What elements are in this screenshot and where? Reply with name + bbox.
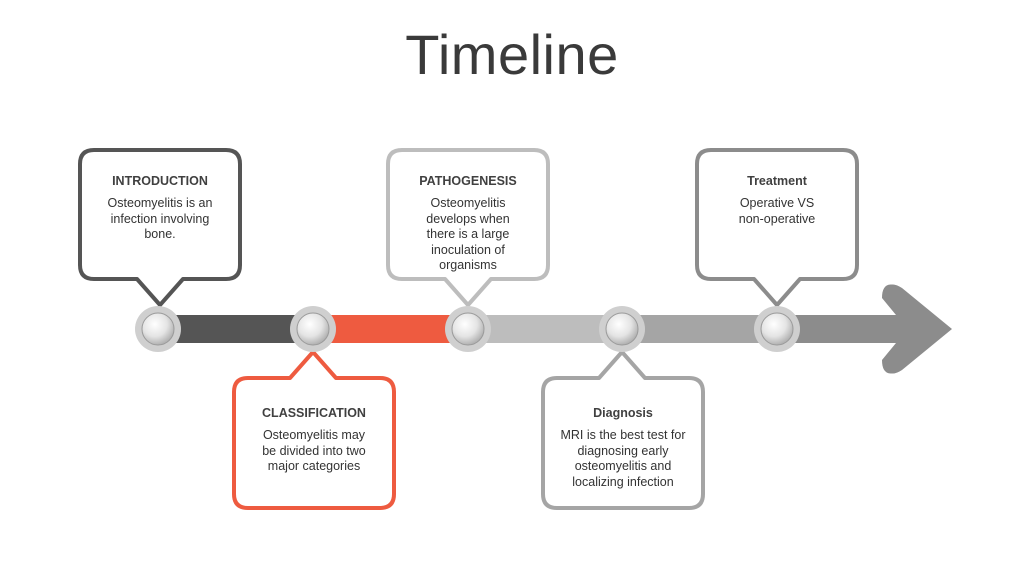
timeline-segment-3 [467, 315, 623, 343]
callout-pathogenesis-outline [386, 148, 550, 307]
timeline-segment-2 [313, 315, 468, 343]
callout-introduction-outline [78, 148, 242, 307]
card-body: Osteomyelitis develops when there is a l… [426, 196, 510, 272]
card-heading: Diagnosis [593, 406, 653, 420]
card-heading: Treatment [747, 174, 807, 188]
callout-classification-outline [232, 350, 396, 510]
callout-diagnosis-outline [541, 350, 705, 510]
milestone-node-2 [290, 306, 336, 352]
card-classification: CLASSIFICATION Osteomyelitis may be divi… [239, 406, 389, 475]
card-introduction: INTRODUCTION Osteomyelitis is an infecti… [85, 174, 235, 243]
card-pathogenesis: PATHOGENESIS Osteomyelitis develops when… [393, 174, 543, 274]
milestone-node-5 [754, 306, 800, 352]
milestone-node-4 [599, 306, 645, 352]
card-body: Osteomyelitis may be divided into two ma… [262, 428, 366, 473]
milestone-node-3 [445, 306, 491, 352]
callout-treatment-outline [695, 148, 859, 307]
card-heading: PATHOGENESIS [419, 174, 517, 188]
card-body: MRI is the best test for diagnosing earl… [560, 428, 686, 489]
card-treatment: Treatment Operative VS non-operative [702, 174, 852, 227]
timeline-arrow-head-fill [884, 284, 952, 374]
card-body: Osteomyelitis is an infection involving … [107, 196, 213, 241]
card-diagnosis: Diagnosis MRI is the best test for diagn… [548, 406, 698, 490]
milestone-node-1 [135, 306, 181, 352]
timeline-segment-4 [622, 315, 778, 343]
timeline-segment-1 [158, 315, 314, 343]
card-heading: CLASSIFICATION [262, 406, 366, 420]
card-body: Operative VS non-operative [738, 196, 816, 226]
slide-title: Timeline [405, 23, 619, 86]
card-heading: INTRODUCTION [112, 174, 208, 188]
